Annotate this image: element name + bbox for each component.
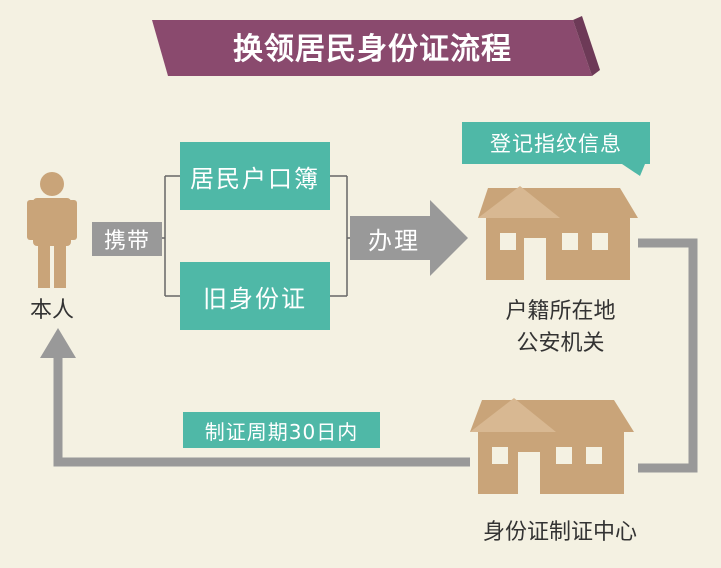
person-label: 本人	[29, 298, 74, 323]
police-office-label-line1: 户籍所在地	[505, 299, 616, 324]
title-banner	[152, 20, 592, 76]
page-title: 换领居民身份证流程	[233, 32, 512, 67]
document-label: 居民户口簿	[190, 164, 320, 193]
carry-tag	[92, 222, 162, 256]
center-label: 身份证制证中心	[482, 520, 637, 545]
title-banner-shadow	[573, 16, 600, 76]
fingerprint-bubble	[462, 122, 650, 176]
return-arrowhead	[40, 328, 76, 358]
process-label: 办理	[368, 226, 420, 255]
police-office-label-line2: 公安机关	[516, 331, 605, 356]
document-box-1	[180, 142, 330, 210]
person-icon	[27, 172, 77, 288]
period-label: 制证周期30日内	[204, 419, 359, 444]
house-icon	[470, 398, 634, 494]
period-tag	[183, 412, 380, 448]
carry-label: 携带	[103, 229, 150, 254]
house-icon	[478, 186, 638, 280]
return-loop	[53, 238, 698, 473]
fingerprint-label: 登记指纹信息	[490, 132, 622, 156]
document-label: 旧身份证	[203, 284, 307, 313]
process-arrow	[350, 200, 468, 276]
document-box-2	[180, 262, 330, 330]
